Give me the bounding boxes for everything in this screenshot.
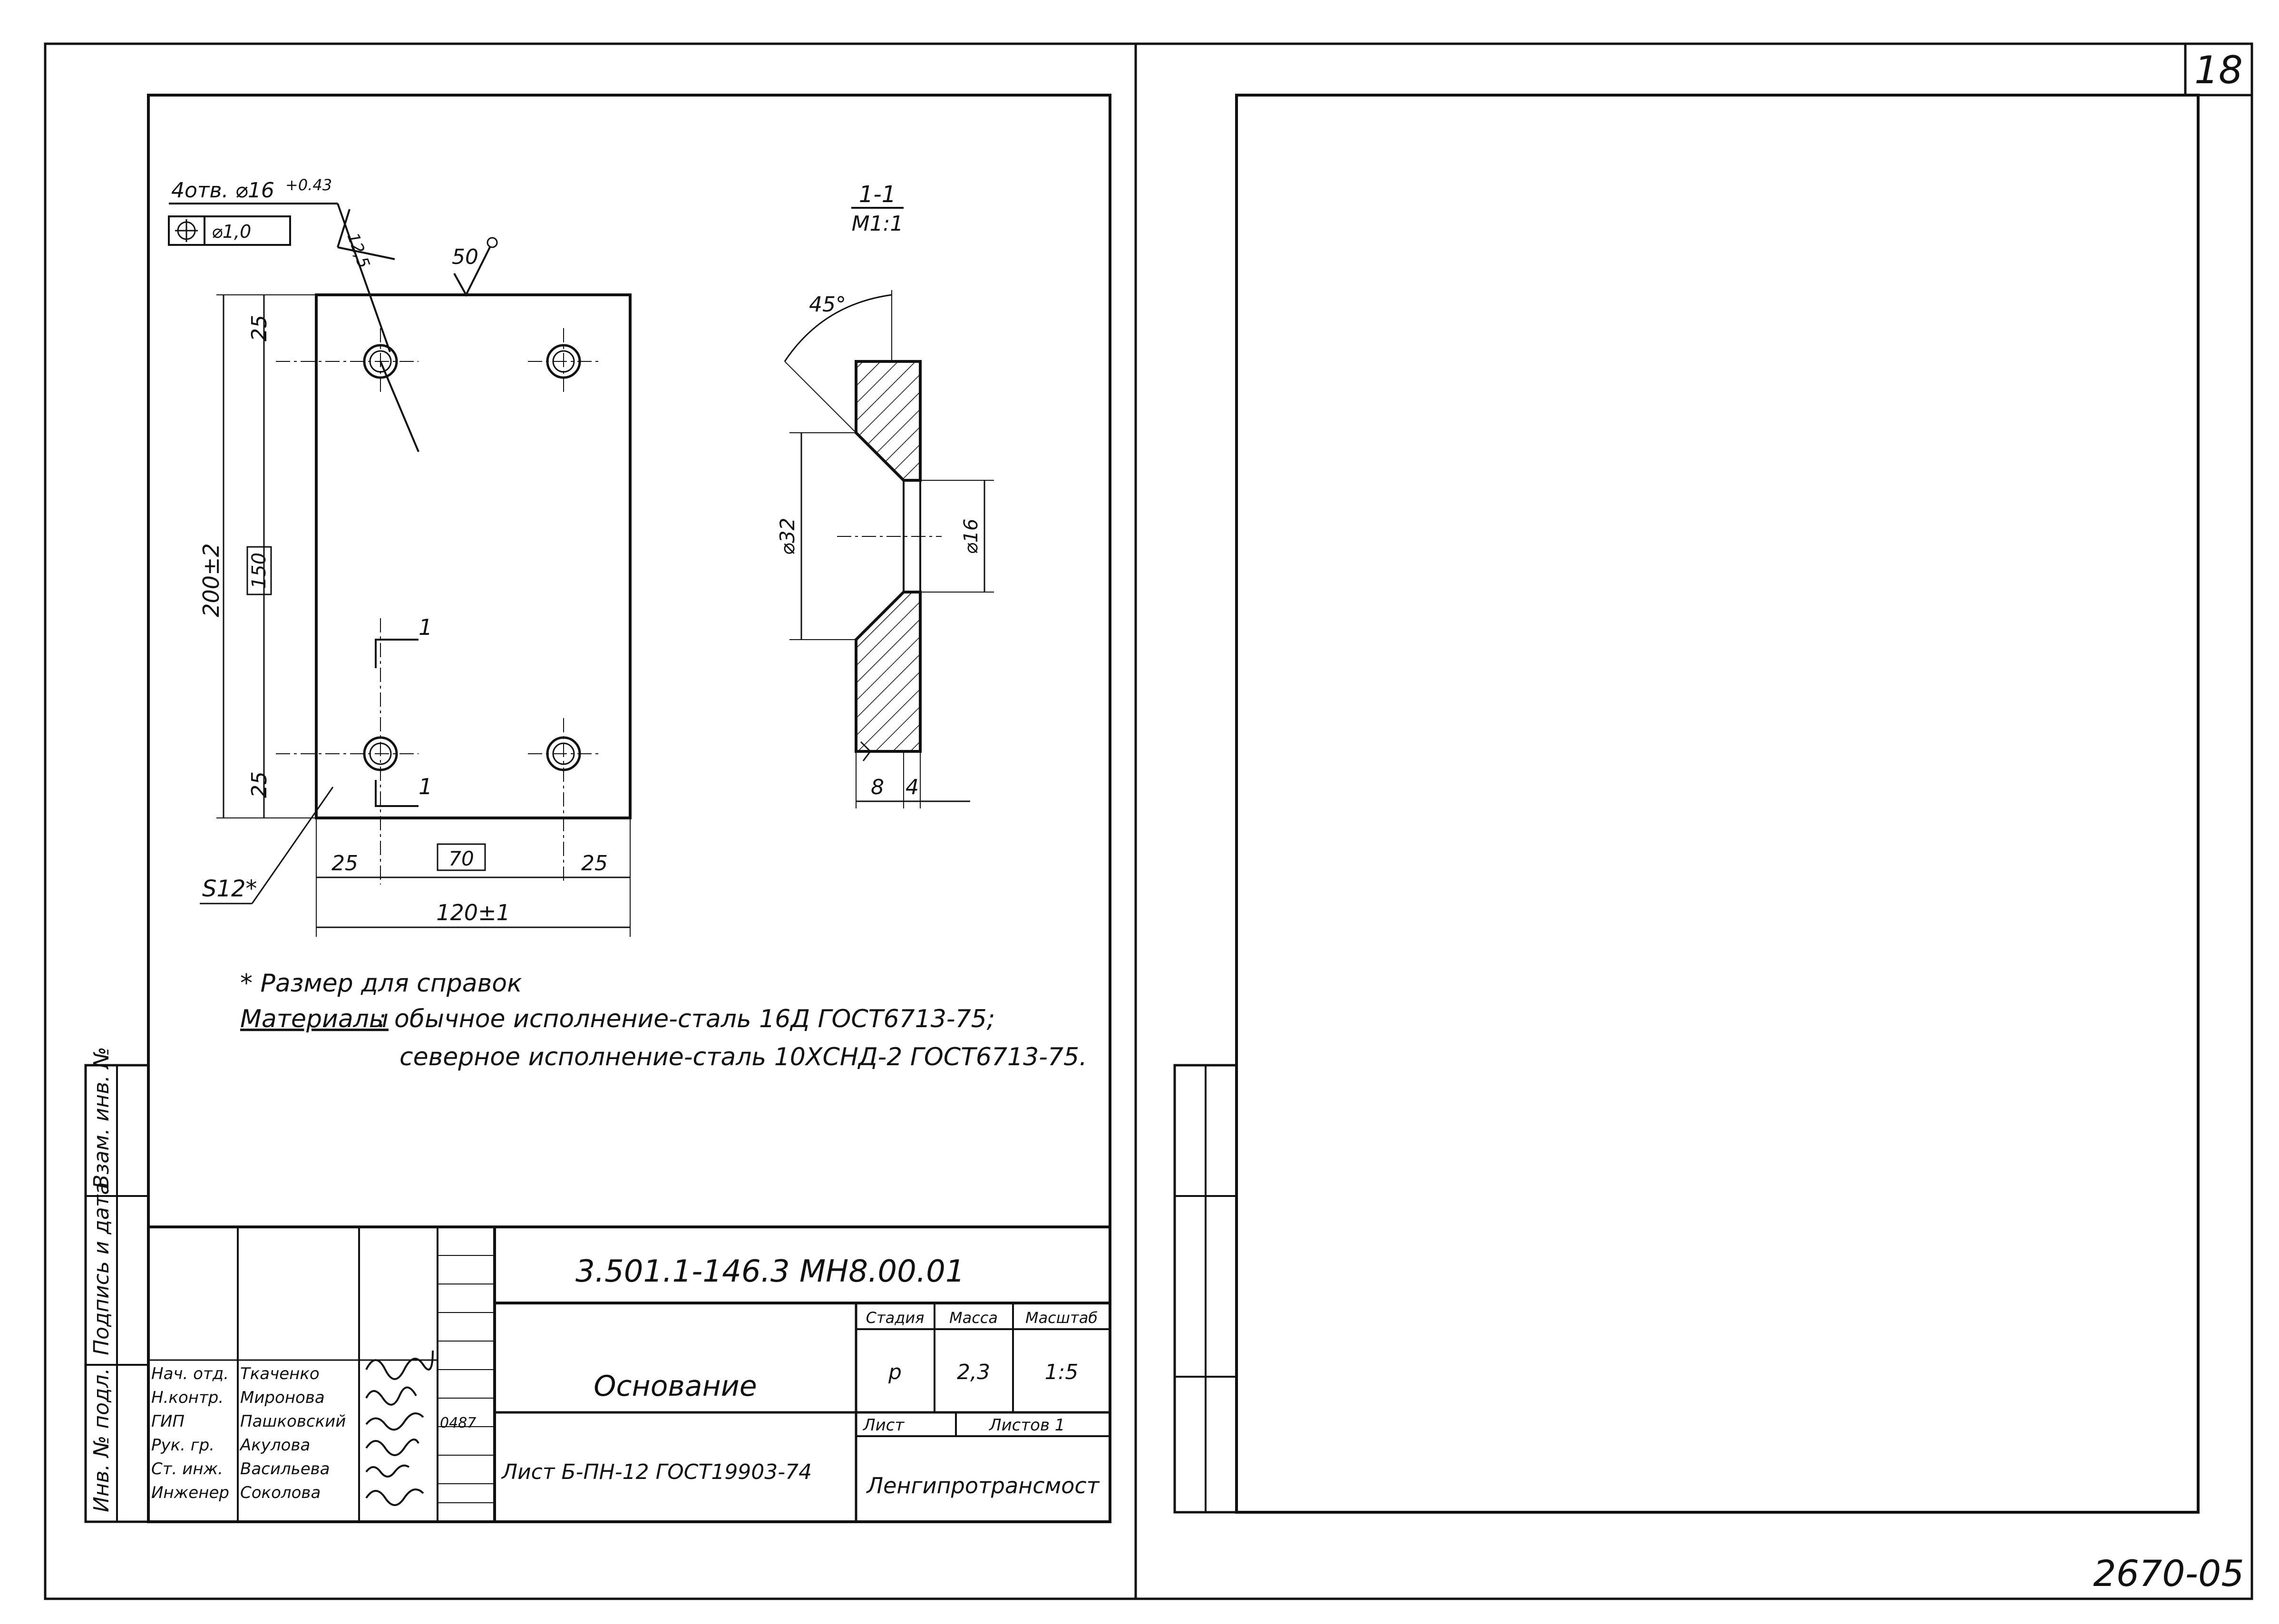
value-mass: 2,3 bbox=[957, 1360, 990, 1384]
section-mark-upper: 1 bbox=[419, 614, 432, 640]
title-block: Нач. отд. Н.контр. ГИП Рук. гр. Ст. инж.… bbox=[148, 1225, 1110, 1522]
side-stamp: Инв. № подл. Подпись и дата Взам. инв. № bbox=[84, 1047, 150, 1523]
dim-top-25: 25 bbox=[247, 315, 272, 341]
section-inner-dia: ⌀16 bbox=[960, 519, 982, 554]
header-stage: Стадия bbox=[866, 1309, 925, 1327]
dim-thickness: S12* bbox=[202, 875, 257, 902]
section-mark-lower: 1 bbox=[419, 774, 432, 799]
name-5: Соколова bbox=[240, 1483, 321, 1502]
signatures bbox=[365, 1350, 434, 1506]
side-stamp-inventory: Инв. № подл. bbox=[89, 1368, 114, 1512]
side-stamp-replace: Взам. инв. № bbox=[89, 1047, 114, 1189]
section-title: 1-1 bbox=[859, 181, 896, 208]
left-drawing-frame bbox=[147, 94, 1111, 1523]
hole-bottom-left bbox=[276, 618, 419, 885]
organization: Ленгипротрансмост bbox=[866, 1473, 1100, 1498]
roughness-top-icon bbox=[453, 247, 491, 297]
notes: * Размер для справок Материалы : обычное… bbox=[240, 969, 1087, 1071]
dim-bottom-25: 25 bbox=[247, 771, 272, 798]
dim-right-25: 25 bbox=[581, 851, 608, 875]
header-mass: Масса bbox=[949, 1309, 998, 1327]
role-1: Н.контр. bbox=[151, 1388, 224, 1407]
name-1: Миронова bbox=[240, 1388, 325, 1407]
hole-top-right bbox=[528, 328, 599, 395]
sheets-label: Листов 1 bbox=[988, 1416, 1065, 1435]
hole-top-left bbox=[276, 328, 419, 395]
section-depth-4: 4 bbox=[906, 775, 919, 799]
name-3: Акулова bbox=[239, 1436, 310, 1455]
position-tolerance: ⌀1,0 bbox=[212, 221, 251, 242]
value-stage: р bbox=[888, 1360, 902, 1384]
stamp-number: 2670-05 bbox=[2093, 1552, 2244, 1595]
section-outer-dia: ⌀32 bbox=[776, 518, 799, 555]
plate-plan-view: 4отв. ⌀16 +0.43 ⌀1,0 12,5 50 200±2 25 15… bbox=[168, 176, 632, 937]
side-stamp-signature: Подпись и дата bbox=[89, 1182, 114, 1355]
note-materials-line2: северное исполнение-сталь 10ХСНД-2 ГОСТ6… bbox=[399, 1043, 1087, 1071]
section-depth-8: 8 bbox=[871, 775, 884, 799]
role-5: Инженер bbox=[151, 1483, 229, 1502]
part-name: Основание bbox=[594, 1370, 757, 1403]
note-reference: * Размер для справок bbox=[240, 969, 522, 998]
hole-tolerance: +0.43 bbox=[285, 176, 332, 194]
outer-frame bbox=[44, 42, 2253, 1600]
role-3: Рук. гр. bbox=[151, 1436, 214, 1455]
doc-number: 3.501.1-146.3 МН8.00.01 bbox=[575, 1254, 965, 1289]
date-mark: 0487 bbox=[440, 1415, 476, 1431]
dim-height-mid: 150 bbox=[248, 553, 270, 589]
section-angle: 45° bbox=[809, 292, 846, 317]
note-materials-line1: : обычное исполнение-сталь 16Д ГОСТ6713-… bbox=[378, 1005, 995, 1033]
dim-mid-70: 70 bbox=[448, 847, 474, 870]
name-0: Ткаченко bbox=[240, 1364, 320, 1383]
note-materials-label: Материалы bbox=[240, 1005, 389, 1033]
plate-outline bbox=[315, 293, 632, 819]
right-side-stamp bbox=[1173, 1064, 1238, 1514]
sheet-label: Лист bbox=[862, 1416, 905, 1435]
material-spec: Лист Б-ПН-12 ГОСТ19903-74 bbox=[501, 1460, 812, 1484]
role-4: Ст. инж. bbox=[151, 1459, 223, 1478]
role-0: Нач. отд. bbox=[151, 1364, 229, 1383]
section-scale: M1:1 bbox=[852, 212, 904, 236]
position-tolerance-frame bbox=[168, 215, 291, 246]
roughness-hole: 12,5 bbox=[343, 230, 373, 271]
value-scale: 1:5 bbox=[1045, 1360, 1079, 1384]
roughness-top: 50 bbox=[452, 245, 478, 269]
role-2: ГИП bbox=[151, 1412, 185, 1431]
right-drawing-frame bbox=[1235, 94, 2200, 1514]
dim-left-25: 25 bbox=[331, 851, 358, 875]
name-4: Васильева bbox=[240, 1459, 330, 1478]
name-2: Пашковский bbox=[240, 1412, 346, 1431]
sheet-number: 18 bbox=[2194, 48, 2243, 92]
section-view: 1-1 M1:1 45° ⌀32 ⌀16 8 bbox=[776, 181, 994, 808]
hole-callout: 4отв. ⌀16 bbox=[171, 178, 274, 203]
section-lower-part bbox=[855, 591, 922, 753]
hole-bottom-right bbox=[528, 718, 599, 885]
header-scale: Масштаб bbox=[1025, 1309, 1098, 1327]
section-upper-part bbox=[855, 360, 922, 482]
dim-width-total: 120±1 bbox=[436, 900, 510, 925]
dim-height-total: 200±2 bbox=[198, 543, 224, 617]
